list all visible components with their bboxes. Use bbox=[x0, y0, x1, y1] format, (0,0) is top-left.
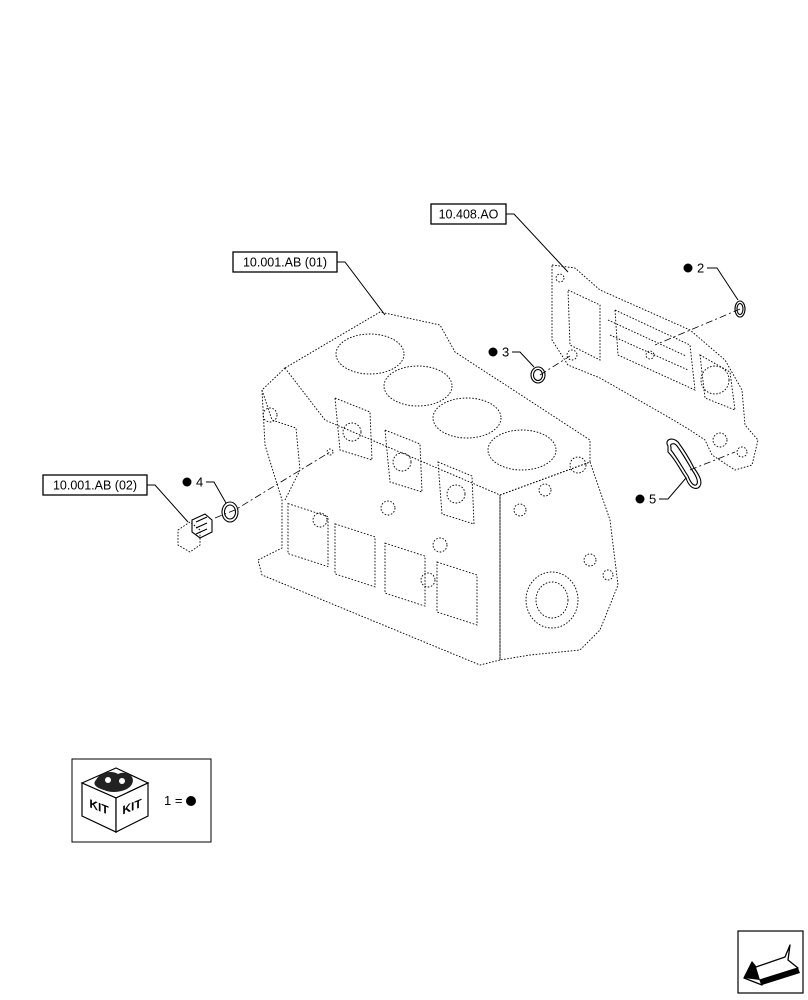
plug bbox=[177, 513, 213, 553]
kit-box-icon: KIT KIT bbox=[80, 767, 150, 833]
kit-dot-icon bbox=[182, 477, 192, 487]
ref-block-01-box[interactable]: 10.001.AB (01) bbox=[232, 251, 338, 273]
o-ring-3 bbox=[530, 366, 546, 384]
axis-line-4 bbox=[214, 451, 331, 519]
o-ring-2 bbox=[734, 300, 746, 318]
axis-line-2 bbox=[654, 308, 741, 346]
arrow-icon bbox=[743, 944, 800, 986]
ref-block-02-box[interactable]: 10.001.AB (02) bbox=[42, 474, 148, 496]
ref-block-02-label: 10.001.AB (02) bbox=[53, 479, 137, 493]
nav-arrow-button[interactable] bbox=[737, 930, 804, 994]
kit-legend: KIT KIT 1 = bbox=[71, 758, 212, 843]
callout-4-label: 4 bbox=[196, 475, 203, 490]
kit-dot-icon bbox=[186, 796, 196, 806]
callout-2[interactable]: 2 bbox=[683, 261, 739, 301]
callout-4[interactable]: 4 bbox=[182, 475, 227, 504]
kit-dot-icon bbox=[635, 494, 645, 504]
kit-dot-icon bbox=[488, 347, 498, 357]
ref-manifold-label: 10.408.AO bbox=[439, 208, 499, 222]
callout-3[interactable]: 3 bbox=[488, 345, 535, 368]
oil-cooler-cover bbox=[551, 264, 759, 471]
callout-5-label: 5 bbox=[649, 492, 656, 507]
callout-2-label: 2 bbox=[697, 261, 704, 276]
o-ring-4 bbox=[221, 501, 239, 523]
engine-block bbox=[257, 311, 619, 666]
ref-block-01-leader bbox=[337, 261, 386, 316]
ref-block-02-leader bbox=[147, 484, 189, 523]
ref-manifold-box[interactable]: 10.408.AO bbox=[430, 203, 507, 225]
kit-equation-label: 1 = bbox=[164, 793, 182, 808]
gasket-5 bbox=[666, 438, 702, 489]
callout-5[interactable]: 5 bbox=[635, 477, 687, 507]
ref-manifold-leader bbox=[506, 213, 569, 273]
callout-3-label: 3 bbox=[502, 345, 509, 360]
kit-dot-icon bbox=[683, 263, 693, 273]
axis-line-3 bbox=[539, 355, 571, 376]
ref-block-01-label: 10.001.AB (01) bbox=[243, 256, 327, 270]
axis-line-5 bbox=[689, 451, 736, 471]
